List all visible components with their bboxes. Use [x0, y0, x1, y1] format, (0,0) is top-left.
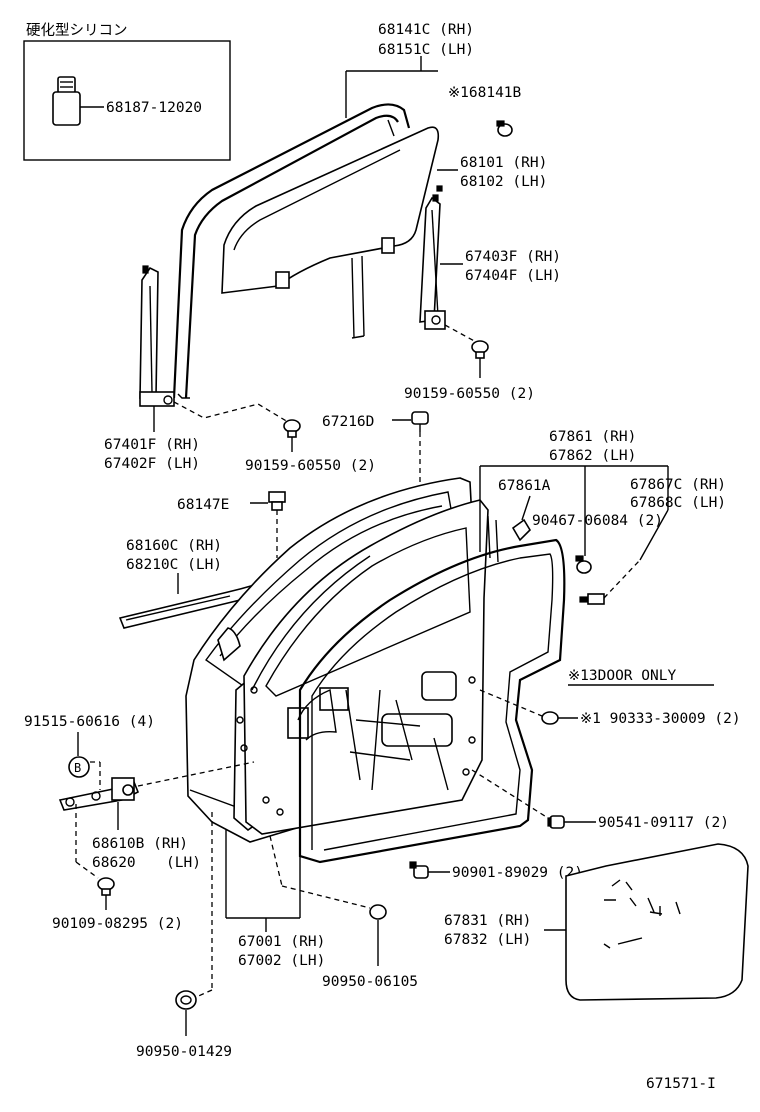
label-door-panel-lh: 67002 (LH)	[238, 953, 325, 969]
label-cover-lh: 67832 (LH)	[444, 932, 531, 948]
label-clip-90467: 90467-06084 (2)	[532, 513, 663, 529]
label-clip-68147e: 68147E	[177, 497, 229, 513]
label-door-panel-rh: 67001 (RH)	[238, 934, 325, 950]
label-weatherstrip-rh: 67861 (RH)	[549, 429, 636, 445]
front-sash-drawing	[139, 265, 175, 407]
label-rear-sash-lh: 67404F (LH)	[465, 268, 561, 284]
inset-frame	[23, 40, 231, 161]
bolt-symbol-icon: B	[68, 756, 90, 778]
label-cover-rh: 67831 (RH)	[444, 913, 531, 929]
regulator-rail-drawing	[351, 255, 365, 339]
label-three-door-note: ※13DOOR ONLY	[568, 668, 676, 684]
weatherstrip-drawing	[297, 515, 566, 864]
label-front-sash-lh: 67402F (LH)	[104, 456, 200, 472]
label-plug-90333: ※1 90333-30009 (2)	[580, 711, 741, 727]
plug-90950-01429-icon	[175, 990, 197, 1010]
rear-sash-drawing	[419, 194, 446, 330]
clip-90467-icon	[575, 555, 592, 574]
bolt-90109-icon	[97, 877, 115, 896]
run-channel-drawing	[172, 103, 411, 399]
label-bolt-91515: 91515-60616 (4)	[24, 714, 155, 730]
label-bolt-90109: 90109-08295 (2)	[52, 916, 183, 932]
label-weatherstrip-lh: 67862 (LH)	[549, 448, 636, 464]
screw-rear-icon	[471, 340, 489, 359]
screw-front-icon	[283, 419, 301, 438]
label-plug-90950-01429: 90950-01429	[136, 1044, 232, 1060]
label-belt-moulding-rh: 68160C (RH)	[126, 538, 222, 554]
label-belt-moulding-lh: 68210C (LH)	[126, 557, 222, 573]
label-check-lh-tag: (LH)	[166, 855, 201, 871]
figure-id: 671571-I	[646, 1076, 716, 1092]
silicone-inset: 硬化型シリコン 68187-12020	[23, 22, 231, 161]
clip-67216d-icon	[411, 411, 429, 432]
plug-90950-06105-icon	[369, 904, 387, 920]
label-weatherstrip-a: 67861A	[498, 478, 551, 494]
weatherstrip-a-icon	[511, 518, 532, 542]
label-weatherstrip-c-lh: 67868C (LH)	[630, 495, 726, 511]
door-check-drawing	[58, 777, 140, 811]
label-check-rh: 68610B (RH)	[92, 836, 188, 852]
inset-part-number: 68187-12020	[106, 100, 202, 116]
label-screw-front: 90159-60550 (2)	[245, 458, 376, 474]
label-plug-90541: 90541-09117 (2)	[598, 815, 729, 831]
label-glass-lh: 68102 (LH)	[460, 174, 547, 190]
inset-title: 硬化型シリコン	[26, 22, 128, 39]
label-clip-168141b: ※168141B	[448, 85, 522, 101]
label-clip-90901: 90901-89029 (2)	[452, 865, 583, 881]
label-plug-90950-06105: 90950-06105	[322, 974, 418, 990]
service-hole-cover-drawing	[565, 843, 749, 1001]
clip-168141b-icon	[496, 120, 513, 137]
label-run-channel-rh: 68141C (RH)	[378, 22, 474, 38]
label-front-sash-rh: 67401F (RH)	[104, 437, 200, 453]
bolt-symbol-letter: B	[74, 761, 81, 775]
label-check-lh-part: 68620	[92, 855, 136, 871]
silicone-bottle-icon	[52, 76, 81, 126]
label-run-channel-lh: 68151C (LH)	[378, 42, 474, 58]
label-screw-rear: 90159-60550 (2)	[404, 386, 535, 402]
plug-90333-icon	[541, 711, 559, 725]
label-glass-rh: 68101 (RH)	[460, 155, 547, 171]
label-rear-sash-rh: 67403F (RH)	[465, 249, 561, 265]
label-clip-67216d: 67216D	[322, 414, 374, 430]
label-weatherstrip-c-rh: 67867C (RH)	[630, 477, 726, 493]
clip-68147e-icon	[268, 491, 286, 511]
inner-door-frame-drawing	[236, 499, 489, 835]
weatherstrip-c-icon	[579, 593, 605, 605]
plug-90541-icon	[547, 815, 565, 829]
door-glass-drawing	[221, 126, 443, 294]
clip-90901-icon	[409, 861, 429, 879]
